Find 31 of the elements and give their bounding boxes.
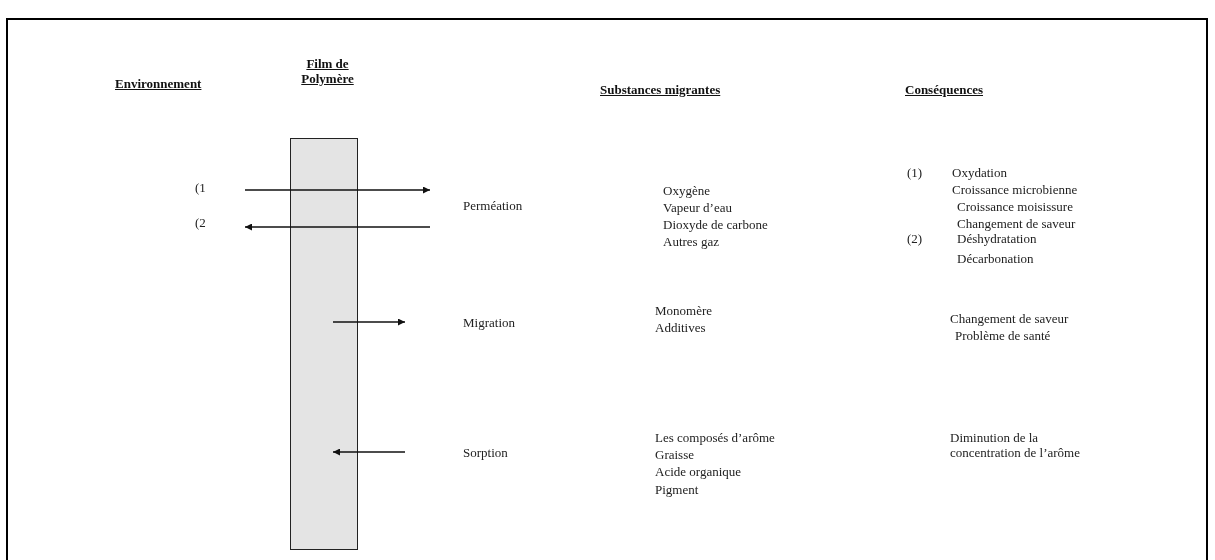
list-item: Oxygène	[663, 183, 710, 198]
process-name: Sorption	[463, 445, 508, 460]
list-item: Additives	[655, 320, 706, 335]
consequence-text: Diminution de la concentration de l’arôme	[950, 430, 1081, 460]
list-item: Décarbonation	[957, 251, 1034, 266]
process-name: Perméation	[463, 198, 523, 213]
list-item: (1)	[907, 165, 923, 180]
list-item: Changement de saveur	[957, 216, 1076, 231]
column-heading: Environnement	[115, 76, 202, 91]
list-item: Monomère	[655, 303, 713, 318]
column-heading: Substances migrantes	[600, 82, 721, 97]
list-item: Graisse	[655, 447, 694, 462]
column-heading: Conséquences	[905, 82, 983, 97]
process-name: Migration	[463, 315, 515, 330]
arrow-number: (2	[195, 215, 206, 230]
list-item: Dioxyde de carbone	[663, 217, 768, 232]
list-item: Croissance microbienne	[952, 182, 1078, 197]
list-item: Pigment	[655, 482, 699, 497]
column-heading: Film de Polymère	[300, 56, 355, 86]
list-item: Croissance moisissure	[957, 199, 1073, 214]
list-item: Problème de santé	[955, 328, 1051, 343]
list-item: Autres gaz	[663, 234, 719, 249]
list-item: Les composés d’arôme	[655, 430, 775, 445]
arrow-number: (1	[195, 180, 206, 195]
list-item: Oxydation	[952, 165, 1007, 180]
polymer-film-bar	[290, 138, 358, 550]
list-item: Vapeur d’eau	[663, 200, 732, 215]
list-item: Acide organique	[655, 464, 742, 479]
list-item: Changement de saveur	[950, 311, 1069, 326]
list-item: (2)	[907, 231, 923, 246]
list-item: Déshydratation	[957, 231, 1037, 246]
